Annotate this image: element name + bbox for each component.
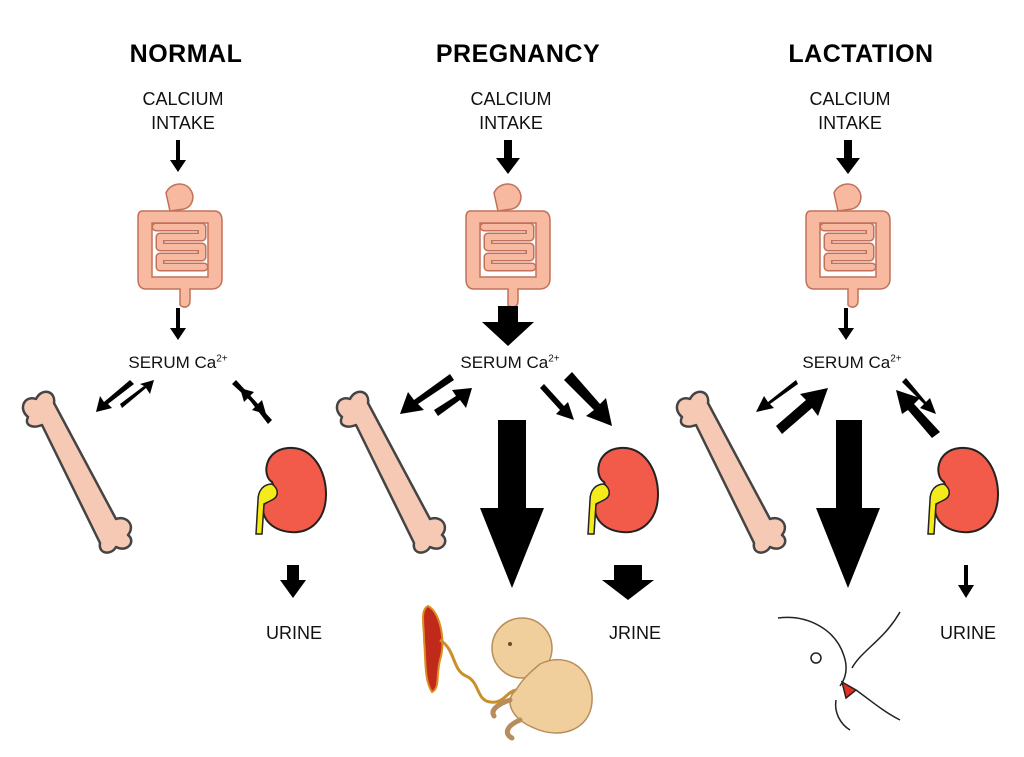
calcium-intake-label-normal: CALCIUM INTAKE — [103, 87, 263, 135]
lactation-panel-graphics — [675, 140, 999, 731]
arrow-to-bone-icon — [400, 374, 454, 414]
bone-icon — [21, 390, 133, 554]
intestine-icon — [806, 184, 890, 307]
arrow-down-large-icon — [482, 306, 534, 346]
arrow-to-urine-large-icon — [602, 565, 654, 600]
panel-title-normal: NORMAL — [129, 40, 243, 68]
intake-line1: CALCIUM — [142, 89, 224, 109]
arrow-to-bone-icon — [96, 380, 134, 412]
kidney-icon — [255, 446, 327, 535]
placenta-icon — [422, 604, 444, 694]
arrow-to-fetus-icon — [480, 420, 544, 588]
intestine-icon — [138, 184, 222, 307]
arrow-from-bone-large-icon — [776, 388, 828, 434]
intake-line1: CALCIUM — [809, 89, 891, 109]
intake-line2: INTAKE — [479, 113, 543, 133]
arrow-down-icon — [838, 308, 854, 340]
arrow-to-milk-icon — [816, 420, 880, 588]
arrow-to-kidney-icon — [902, 378, 936, 414]
arrow-down-icon — [496, 140, 520, 174]
arrow-from-bone-icon — [120, 380, 154, 408]
urine-label-lactation: URINE — [939, 623, 996, 643]
urine-label-pregnancy: JRINE — [608, 623, 661, 643]
arrow-down-icon — [170, 140, 186, 172]
arrow-to-urine-icon — [280, 565, 306, 598]
arrow-from-kidney-icon — [240, 388, 272, 424]
urine-label-normal: URINE — [265, 623, 322, 643]
arrow-down-icon — [170, 308, 186, 340]
serum-calcium-label-pregnancy: SERUM Ca2+ — [460, 353, 560, 372]
intake-line2: INTAKE — [818, 113, 882, 133]
kidney-icon — [927, 446, 999, 535]
arrow-down-icon — [836, 140, 860, 174]
arrow-to-bone-icon — [756, 380, 798, 412]
serum-calcium-label-lactation: SERUM Ca2+ — [802, 353, 902, 372]
arrow-to-kidney-icon — [564, 372, 612, 426]
bone-icon — [675, 390, 787, 554]
serum-calcium-label-normal: SERUM Ca2+ — [128, 353, 228, 372]
normal-panel-graphics — [21, 140, 327, 598]
intake-line1: CALCIUM — [470, 89, 552, 109]
bone-icon — [335, 390, 447, 554]
arrow-to-urine-icon — [958, 565, 974, 598]
panel-title-lactation: LACTATION — [788, 40, 934, 68]
umbilical-cord-icon — [439, 638, 517, 704]
kidney-icon — [587, 446, 659, 535]
panel-title-pregnancy: PREGNANCY — [435, 40, 601, 68]
fetus-icon — [490, 617, 593, 741]
calcium-intake-label-pregnancy: CALCIUM INTAKE — [431, 87, 591, 135]
breastfeeding-icon — [777, 611, 901, 731]
intake-line2: INTAKE — [151, 113, 215, 133]
pregnancy-panel-graphics — [335, 140, 659, 741]
arrow-from-kidney-icon — [540, 384, 574, 420]
intestine-icon — [466, 184, 550, 307]
arrow-from-kidney-large-icon — [896, 390, 940, 438]
calcium-intake-label-lactation: CALCIUM INTAKE — [770, 87, 930, 135]
arrow-from-bone-icon — [434, 388, 472, 416]
